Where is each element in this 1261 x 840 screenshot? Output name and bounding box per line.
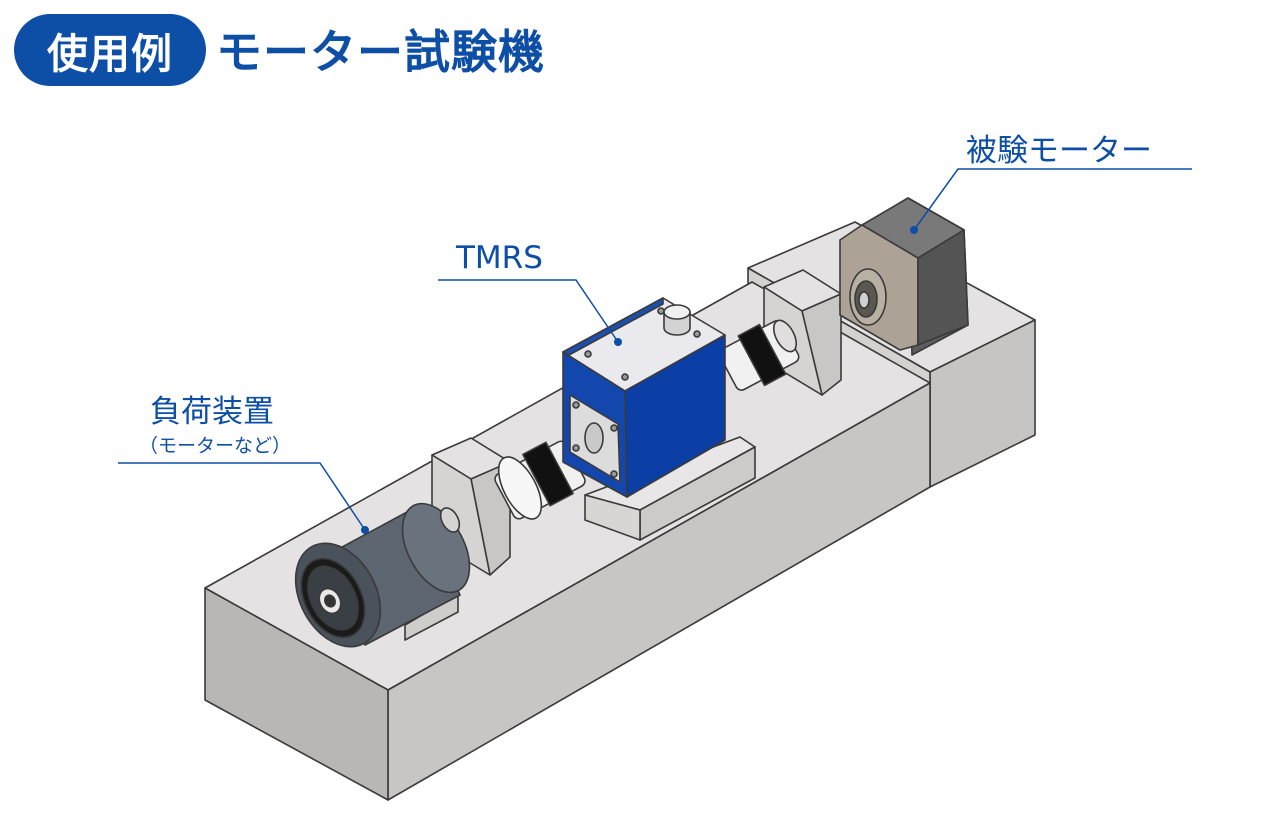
load-device-label: 負荷装置 [150,394,274,430]
tmrs-sensor [562,297,726,498]
test-motor-label: 被験モーター [966,133,1152,169]
test-motor-callout-line [913,168,1192,231]
right-coupling [718,319,800,391]
load-device-callout-line [118,462,366,531]
load-device-note: （モーターなど） [139,435,292,457]
usage-example-badge: 使用例 [14,14,206,86]
test-motor [839,197,969,356]
tmrs-label: TMRS [456,240,543,276]
load-motor [294,502,471,648]
tmrs-callout-line [438,279,619,343]
page-title: モーター試験機 [216,25,545,79]
